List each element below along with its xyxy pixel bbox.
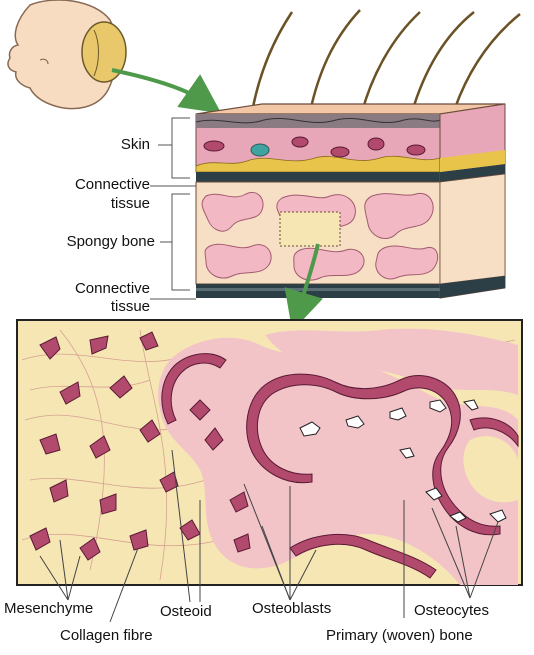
zoom-arrow-top	[111, 68, 222, 114]
label-connective-tissue-top-line1: Connective	[74, 176, 150, 193]
label-spongy-bone: Spongy bone	[66, 233, 155, 250]
label-leader-lines	[150, 117, 196, 300]
label-connective-tissue-top-line2: tissue	[110, 195, 150, 212]
histology-detail-panel	[16, 319, 523, 586]
label-connective-tissue-bottom-line1: Connective	[74, 280, 150, 297]
label-osteoid: Osteoid	[160, 603, 212, 620]
label-skin: Skin	[120, 136, 150, 153]
osteoid-region-upper	[265, 328, 518, 395]
zoom-arrow-bottom	[284, 243, 323, 332]
label-connective-tissue-bottom-line2: tissue	[110, 298, 150, 315]
bottom-leader-lines	[39, 449, 499, 623]
osteoblast-rims	[161, 353, 519, 579]
baby-head-illustration	[7, 0, 127, 110]
osteocytes	[299, 399, 507, 523]
label-mesenchyme: Mesenchyme	[4, 600, 94, 617]
tissue-block-front	[195, 113, 441, 298]
skull-patch	[81, 21, 127, 83]
label-primary-woven-bone: Primary (woven) bone	[326, 627, 473, 644]
hair-strands	[250, 9, 521, 113]
zoom-region-marker	[279, 211, 341, 247]
intertrabecular-space	[463, 436, 518, 503]
label-osteocytes: Osteocytes	[414, 602, 490, 619]
label-osteoblasts: Osteoblasts	[252, 600, 332, 617]
mesenchyme-cells	[29, 331, 251, 561]
osteoid-region	[158, 337, 518, 585]
label-collagen-fibre: Collagen fibre	[60, 627, 153, 644]
